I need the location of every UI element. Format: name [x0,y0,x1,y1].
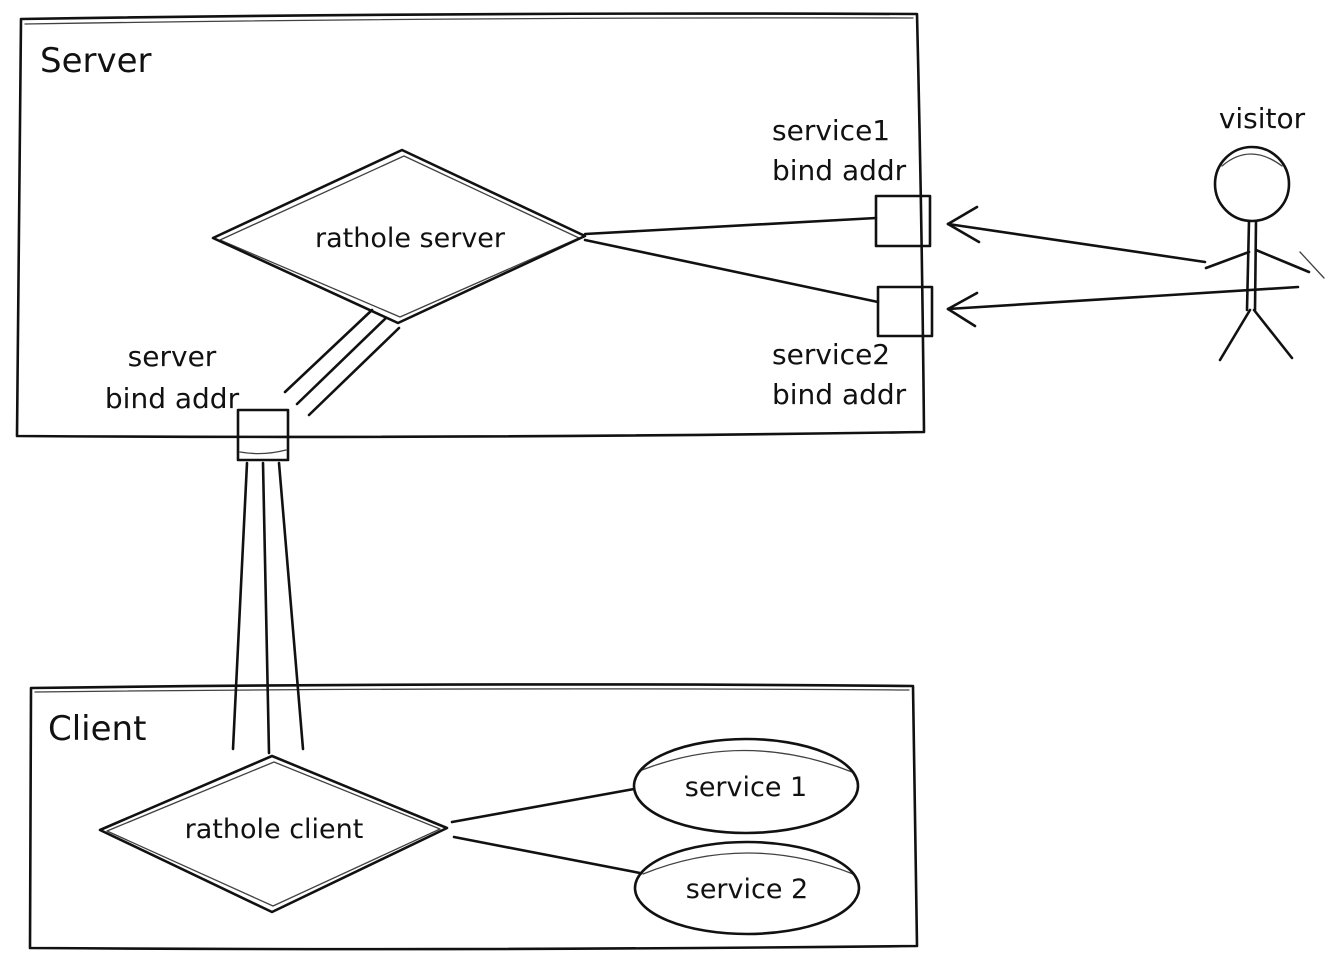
edge-server-bind-to-rathole-client [231,461,305,755]
server-bind-square-sketch [239,449,287,455]
visitor-label: visitor [1219,102,1306,135]
visitor-body-right [1253,219,1258,312]
service1-ellipse [632,737,860,835]
service1-bind-square [874,194,932,248]
service2-label: service 2 [686,874,808,905]
service2-ellipse [633,840,861,936]
edge-client-to-service2 [452,835,642,875]
server-box-label: Server [40,41,152,81]
client-box [28,683,919,951]
visitor-head-sketch [1221,153,1283,167]
edge-visitor-to-service1-bind [946,205,1207,264]
rathole-client-diamond [98,754,449,914]
edge-visitor-to-service2-bind [946,285,1300,328]
rathole-client-diamond-sketch [106,761,441,907]
rathole-server-diamond [211,148,587,325]
service1-label: service 1 [685,772,807,803]
visitor-leg-left [1218,308,1252,362]
service2-bind-label-line1: service2 [772,338,890,371]
edge-client-to-service1 [450,787,636,824]
client-box-label: Client [48,709,146,749]
service2-bind-square [876,285,934,338]
server-box [15,12,926,439]
service2-bind-label-line2: bind addr [772,378,907,411]
service1-bind-label-line1: service1 [772,114,890,147]
server-box-sketch [24,17,914,25]
visitor-arm-left [1204,250,1251,270]
visitor-head [1213,145,1291,223]
rathole-client-label: rathole client [185,814,364,845]
edge-server-to-service1-bind [583,216,878,236]
rathole-server-label: rathole server [315,223,506,254]
server-bind-square [236,408,290,462]
rathole-server-diamond-sketch [219,155,580,318]
service1-bind-label-line2: bind addr [772,154,907,187]
edge-server-to-service2-bind [583,238,880,304]
visitor-arm-right [1254,248,1311,274]
client-box-sketch [34,688,910,693]
visitor-leg-right [1252,308,1294,360]
server-bind-label-line1: server [128,340,217,373]
edge-rathole-server-to-server-bind [283,308,401,417]
service1-ellipse-sketch [641,749,853,773]
visitor-figure [1204,145,1325,362]
service2-ellipse-sketch [642,852,854,875]
visitor-arm-right-sketch [1299,251,1325,279]
server-bind-label-line2: bind addr [105,382,240,415]
visitor-body-left [1245,219,1251,312]
